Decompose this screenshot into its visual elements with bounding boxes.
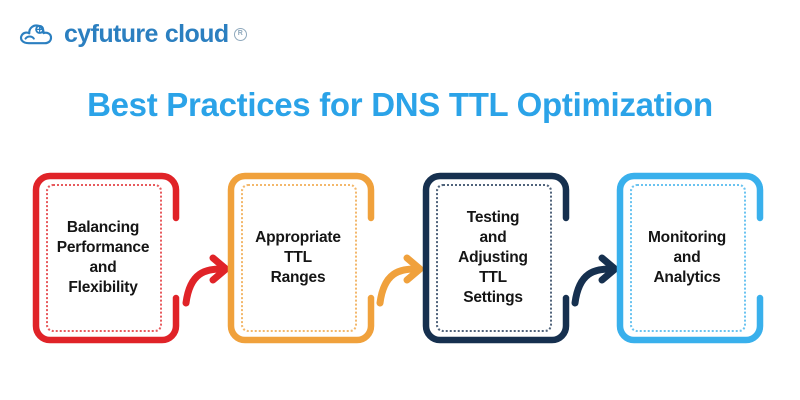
brand-name-cyfuture: cyfuture <box>64 19 158 48</box>
curved-arrow-right-icon <box>571 254 619 307</box>
flow-connector-2 <box>374 168 434 358</box>
flow-step-2-inner-border <box>241 184 357 332</box>
flow-step-3-inner-border <box>436 184 552 332</box>
flow-step-4-label: Monitoring and Analytics <box>647 229 727 286</box>
flow-step-2[interactable]: Appropriate TTL Ranges <box>223 168 379 348</box>
flow-step-1-inner-border <box>46 184 162 332</box>
page-title: Best Practices for DNS TTL Optimization <box>87 86 713 123</box>
brand-name-cloud: cloud <box>164 19 229 48</box>
flow-step-4-outline <box>616 172 764 344</box>
flow-step-3-outline <box>422 172 570 344</box>
process-flow-diagram: Balancing Performance and Flexibility Ap… <box>0 168 800 358</box>
flow-step-1-label: Balancing Performance and Flexibility <box>56 219 150 296</box>
curved-arrow-right-icon <box>182 254 230 307</box>
flow-step-3-label: Testing and Adjusting TTL Settings <box>458 209 528 306</box>
flow-step-1-outline <box>32 172 180 344</box>
flow-step-3[interactable]: Testing and Adjusting TTL Settings <box>418 168 574 348</box>
flow-connector-3 <box>569 168 629 358</box>
flow-step-4-inner-border <box>630 184 746 332</box>
flow-step-2-outline <box>227 172 375 344</box>
curved-arrow-right-icon <box>376 254 424 307</box>
flow-step-4[interactable]: Monitoring and Analytics <box>612 168 768 348</box>
flow-connector-1 <box>180 168 240 358</box>
flow-step-2-label: Appropriate TTL Ranges <box>255 229 341 286</box>
brand-wordmark: cyfuture cloud R <box>64 19 247 48</box>
registered-trademark-icon: R <box>233 27 247 41</box>
flow-step-1[interactable]: Balancing Performance and Flexibility <box>28 168 184 348</box>
cloud-icon <box>18 18 58 50</box>
brand-logo: cyfuture cloud R <box>18 14 247 54</box>
